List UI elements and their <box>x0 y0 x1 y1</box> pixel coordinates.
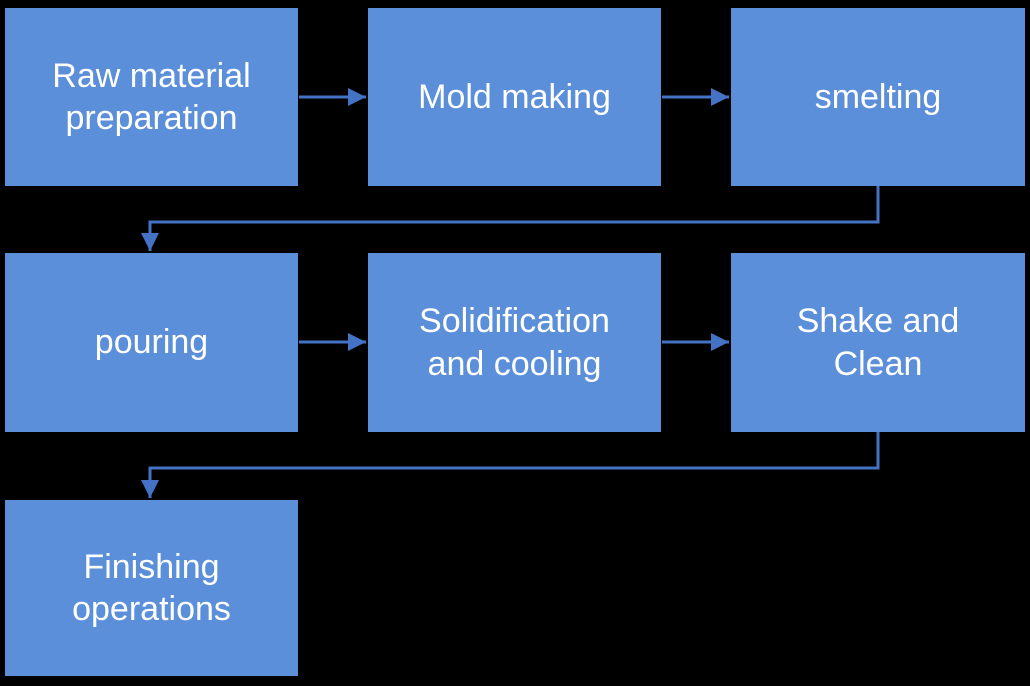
node-label-solidification-and-cooling: Solidification and cooling <box>419 302 610 383</box>
arrow-shake-to-finishing <box>141 432 880 498</box>
arrow-smelting-to-pouring <box>141 186 880 251</box>
node-raw-material-preparation: Raw material preparation <box>5 8 298 186</box>
node-label-smelting: smelting <box>814 77 942 116</box>
node-pouring: pouring <box>5 253 298 432</box>
node-shake-and-clean: Shake and Clean <box>731 253 1025 432</box>
node-smelting: smelting <box>731 8 1025 186</box>
node-label-shake-and-clean: Shake and Clean <box>796 302 960 383</box>
node-label-raw-material-preparation: Raw material preparation <box>52 56 251 138</box>
node-label-pouring: pouring <box>94 323 209 362</box>
node-label-finishing-operations: Finishing operations <box>72 547 231 629</box>
node-label-mold-making: Mold making <box>418 77 611 116</box>
node-solidification-and-cooling: Solidification and cooling <box>368 253 661 432</box>
node-finishing-operations: Finishing operations <box>5 500 298 676</box>
node-mold-making: Mold making <box>368 8 661 186</box>
